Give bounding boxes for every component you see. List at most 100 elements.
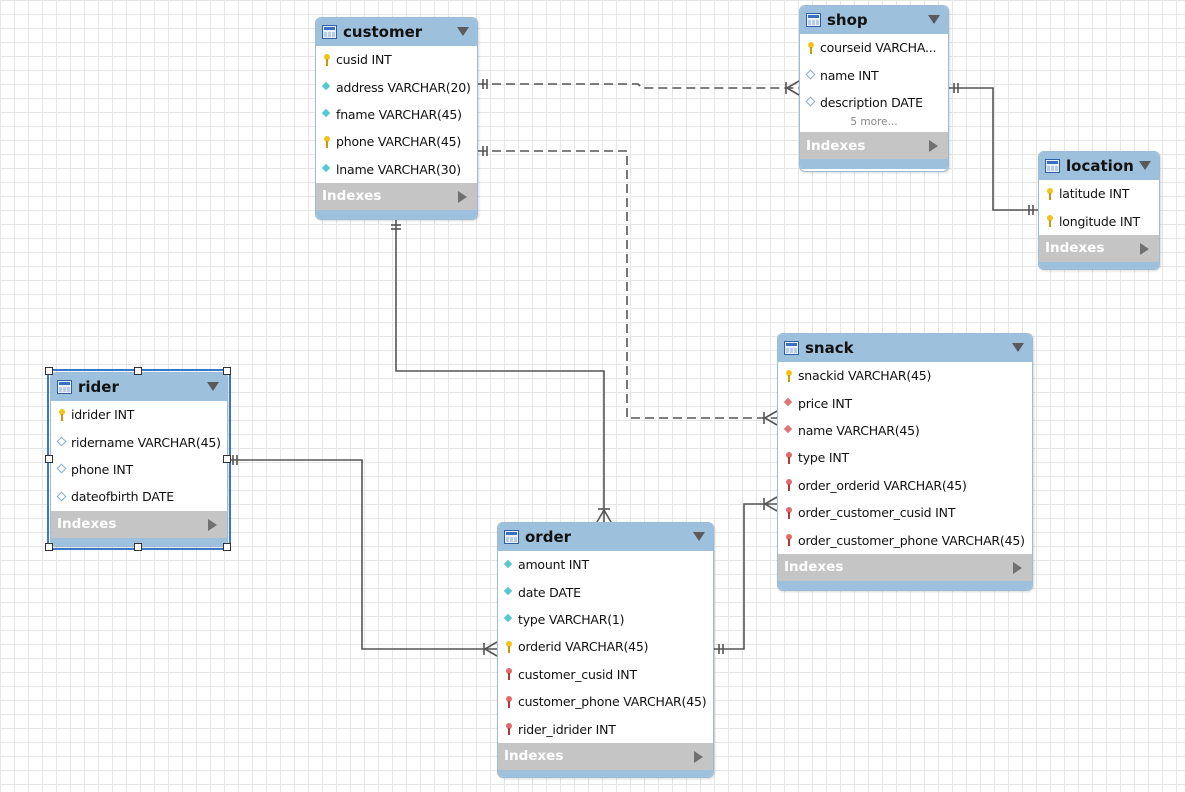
column-row[interactable]: snackid VARCHAR(45) [778,362,1032,389]
relationship-shop-location[interactable] [949,87,1038,211]
table-icon [504,530,519,544]
table-icon [57,380,72,394]
table-icon [784,341,799,355]
expand-arrow-icon[interactable] [694,750,703,763]
column-row[interactable]: order_orderid VARCHAR(45) [778,472,1032,499]
more-columns-label[interactable]: 5 more... [850,116,898,129]
column-row[interactable]: amount INT [498,551,713,578]
expand-arrow-icon[interactable] [458,190,467,203]
resize-handle[interactable] [223,543,231,551]
collapse-arrow-icon[interactable] [457,27,469,36]
column-row[interactable]: longitude INT [1039,207,1159,234]
relationship-customer-order[interactable] [395,220,605,522]
relationship-rider-order[interactable] [228,459,497,650]
column-label: type INT [798,450,849,466]
diamond-icon [322,81,332,93]
column-row[interactable]: courseid VARCHA... [800,34,948,61]
resize-handle[interactable] [134,543,142,551]
table-header[interactable]: snack [778,334,1032,362]
resize-handle[interactable] [134,367,142,375]
relationship-order-snack[interactable] [714,503,777,650]
column-label: ridername VARCHAR(45) [71,434,221,450]
indexes-bar[interactable]: Indexes [800,132,948,160]
column-row[interactable]: name INT [800,61,948,88]
column-row[interactable]: phone INT [51,456,227,483]
column-row[interactable]: name VARCHAR(45) [778,417,1032,444]
column-row[interactable]: order_customer_cusid INT [778,499,1032,526]
column-row[interactable]: customer_phone VARCHAR(45) [498,688,713,715]
table-icon [1045,159,1060,173]
column-row[interactable]: date DATE [498,578,713,605]
key-icon [784,369,794,382]
column-row[interactable]: phone VARCHAR(45) [316,128,477,155]
table-header[interactable]: location [1039,152,1159,180]
column-row[interactable]: orderid VARCHAR(45) [498,633,713,660]
table-snack[interactable]: snack snackid VARCHAR(45)price INT name V… [777,333,1033,591]
resize-handle[interactable] [223,367,231,375]
table-header[interactable]: rider [51,373,227,401]
table-header[interactable]: order [498,523,713,551]
column-label: idrider INT [71,407,135,423]
column-label: orderid VARCHAR(45) [518,639,649,655]
table-rider[interactable]: rider idrider INT ridername VARCHAR(45) ph… [50,372,228,547]
column-label: latitude INT [1059,186,1130,202]
expand-arrow-icon[interactable] [208,518,217,531]
red-diamond-icon [784,424,794,436]
collapse-arrow-icon[interactable] [693,532,705,541]
column-label: name VARCHAR(45) [798,422,920,438]
column-list: latitude INT longitude INT [1039,180,1159,235]
expand-arrow-icon[interactable] [1013,561,1022,574]
indexes-bar[interactable]: Indexes [1039,234,1159,262]
collapse-arrow-icon[interactable] [928,15,940,24]
column-row[interactable]: type VARCHAR(1) [498,606,713,633]
column-row[interactable]: description DATE [800,89,948,116]
relationship-customer-shop[interactable] [478,83,799,89]
column-row[interactable]: cusid INT [316,46,477,73]
column-row[interactable]: address VARCHAR(20) [316,73,477,100]
resize-handle[interactable] [45,455,53,463]
column-row[interactable]: type INT [778,444,1032,471]
expand-arrow-icon[interactable] [1140,242,1149,255]
diamond-icon [504,613,514,625]
relationship-customer-snack[interactable] [478,150,777,419]
collapse-arrow-icon[interactable] [1139,161,1151,170]
crowfoot-marker [786,87,800,96]
indexes-bar[interactable]: Indexes [778,553,1032,581]
column-row[interactable]: latitude INT [1039,180,1159,207]
resize-handle[interactable] [45,367,53,375]
foreign-key-icon [784,506,794,519]
foreign-key-icon [784,534,794,547]
table-header[interactable]: customer [316,18,477,46]
empty-diamond-icon [57,463,67,475]
table-footer [1039,261,1159,269]
column-row[interactable]: ridername VARCHAR(45) [51,428,227,455]
column-row[interactable]: price INT [778,389,1032,416]
foreign-key-icon [504,723,514,736]
collapse-arrow-icon[interactable] [207,382,219,391]
table-location[interactable]: location latitude INT longitude INT Index… [1038,151,1160,270]
expand-arrow-icon[interactable] [929,140,938,153]
table-header[interactable]: shop [800,6,948,34]
column-row[interactable]: idrider INT [51,401,227,428]
indexes-label: Indexes [806,137,866,154]
column-row[interactable]: customer_cusid INT [498,661,713,688]
indexes-bar[interactable]: Indexes [51,510,227,538]
column-row[interactable]: lname VARCHAR(30) [316,156,477,183]
resize-handle[interactable] [223,455,231,463]
column-row[interactable]: fname VARCHAR(45) [316,101,477,128]
indexes-bar[interactable]: Indexes [498,742,713,770]
resize-handle[interactable] [45,543,53,551]
column-row[interactable]: order_customer_phone VARCHAR(45) [778,526,1032,553]
diamond-icon [322,108,332,120]
column-row[interactable]: rider_idrider INT [498,715,713,742]
indexes-bar[interactable]: Indexes [316,182,477,210]
column-row[interactable]: dateofbirth DATE [51,483,227,510]
collapse-arrow-icon[interactable] [1012,343,1024,352]
empty-diamond-icon [57,436,67,448]
